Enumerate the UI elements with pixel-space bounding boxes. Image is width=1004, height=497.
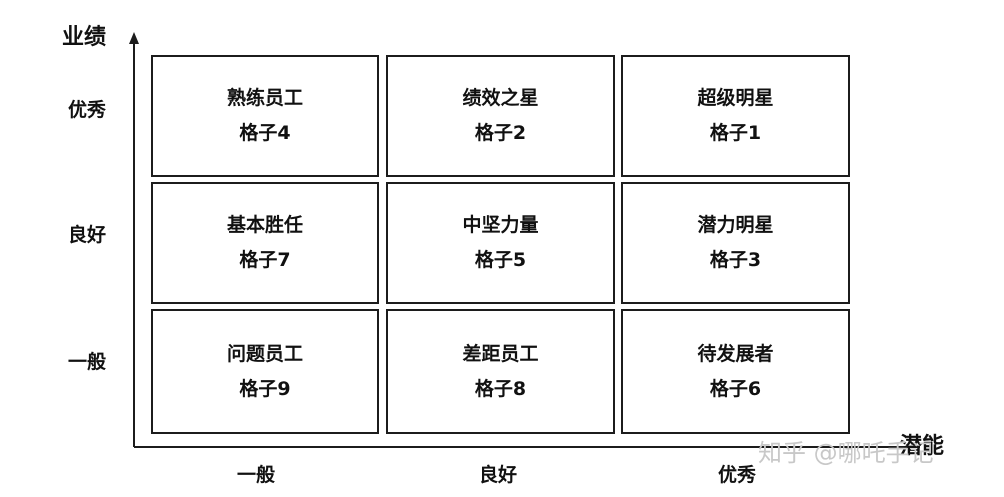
- y-tick-average: 一般: [68, 351, 107, 373]
- cell-title: 差距员工: [462, 342, 539, 365]
- cell-label: 格子8: [474, 377, 527, 400]
- cell-title: 绩效之星: [462, 87, 539, 109]
- watermark: 知乎 @哪吒手记: [758, 439, 934, 467]
- cell-label: 格子4: [239, 122, 291, 144]
- cell-title: 基本胜任: [226, 214, 303, 236]
- y-tick-good: 良好: [68, 224, 107, 246]
- grid-cell-super-star: 超级明星 格子1: [621, 55, 850, 177]
- cell-label: 格子7: [239, 249, 291, 271]
- cell-label: 格子1: [709, 122, 762, 144]
- grid-cell-potential-star: 潜力明星 格子3: [621, 182, 850, 304]
- x-tick-average: 一般: [236, 464, 275, 486]
- grid-cell-to-be-developed: 待发展者 格子6: [621, 309, 850, 434]
- cell-title: 问题员工: [226, 342, 303, 365]
- cell-title: 待发展者: [697, 342, 774, 365]
- cell-label: 格子2: [474, 122, 527, 144]
- cell-title: 潜力明星: [697, 214, 774, 236]
- x-tick-excellent: 优秀: [717, 464, 756, 486]
- grid-cell-skilled-employee: 熟练员工 格子4: [151, 55, 379, 177]
- y-axis-arrow: [129, 32, 139, 44]
- cell-label: 格子5: [474, 249, 527, 271]
- cell-title: 中坚力量: [462, 214, 539, 236]
- x-tick-good: 良好: [478, 464, 517, 486]
- cell-label: 格子9: [239, 377, 291, 400]
- y-tick-excellent: 优秀: [68, 99, 107, 121]
- cell-title: 超级明星: [697, 87, 774, 109]
- grid-cell-problem-employee: 问题员工 格子9: [151, 309, 379, 434]
- x-axis-title: 潜能: [900, 434, 945, 459]
- cell-label: 格子6: [709, 377, 762, 400]
- grid-cell-core-strength: 中坚力量 格子5: [386, 182, 615, 304]
- cell-label: 格子3: [709, 249, 762, 271]
- grid-cell-basic-competent: 基本胜任 格子7: [151, 182, 379, 304]
- grid-cell-gap-employee: 差距员工 格子8: [386, 309, 615, 434]
- y-axis-title: 业绩: [62, 25, 107, 50]
- grid-cell-performance-star: 绩效之星 格子2: [386, 55, 615, 177]
- cell-title: 熟练员工: [226, 87, 303, 109]
